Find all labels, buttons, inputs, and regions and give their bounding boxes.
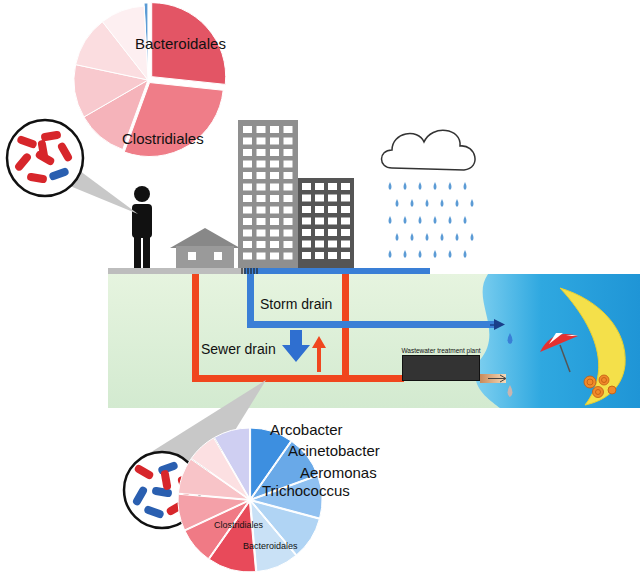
zoom-callout — [148, 380, 266, 500]
plant-label: Wastewater treatment plant — [399, 347, 483, 354]
street-runoff — [244, 268, 430, 274]
person — [132, 186, 152, 268]
label: Bacteroidales — [135, 36, 226, 53]
ground-band — [108, 274, 640, 408]
office-building — [298, 178, 354, 268]
label: Clostridiales — [214, 521, 263, 531]
overflow-arrow — [282, 330, 310, 362]
water — [475, 274, 640, 408]
label: Arcobacter — [270, 422, 343, 439]
label: Acinetobacter — [288, 443, 380, 460]
shells — [584, 375, 616, 398]
label: Clostridiales — [122, 131, 204, 148]
effluent — [480, 374, 506, 383]
label: Bacteroidales — [243, 542, 298, 552]
storm-drop — [508, 333, 513, 344]
beach-umbrella — [540, 333, 578, 372]
ground-surface — [108, 268, 430, 274]
label: Aeromonas — [300, 465, 377, 482]
label: Sewer drain — [201, 342, 276, 357]
beach — [560, 288, 625, 405]
cloud — [382, 130, 476, 170]
effluent-drop — [508, 385, 513, 397]
pie-chart — [74, 3, 226, 157]
microbe-zoom — [7, 120, 83, 196]
treatment-plant: Wastewater treatment plant — [399, 347, 483, 381]
rain — [389, 182, 474, 258]
effluent-arrow — [488, 375, 506, 382]
label: Storm drain — [260, 297, 332, 312]
tall-building — [238, 120, 298, 268]
label: Trichococcus — [262, 483, 350, 500]
storm-pipe — [247, 274, 505, 330]
infiltration-arrow — [312, 336, 326, 372]
house — [170, 228, 240, 268]
plant-box — [402, 355, 480, 381]
